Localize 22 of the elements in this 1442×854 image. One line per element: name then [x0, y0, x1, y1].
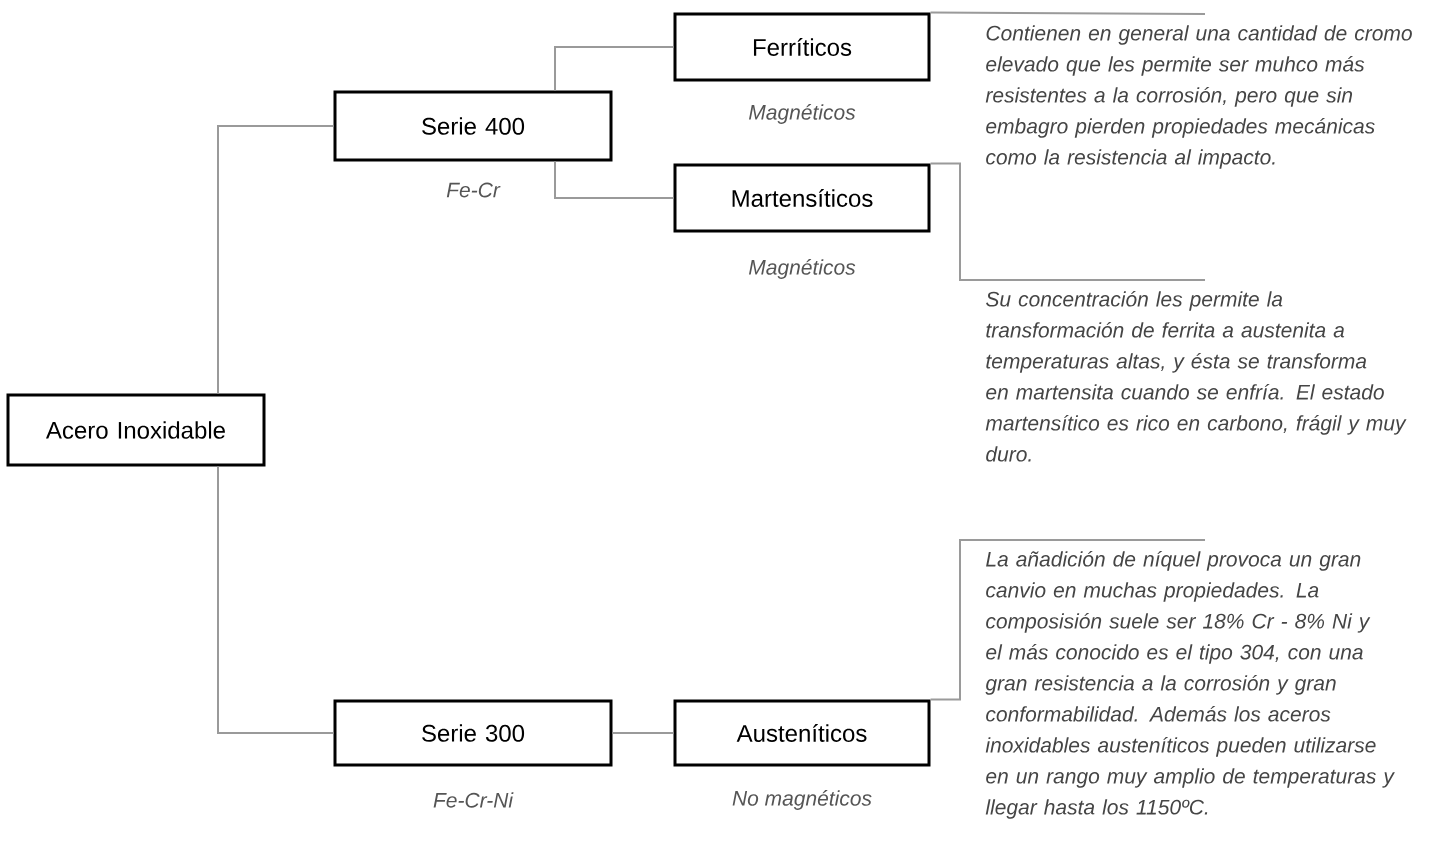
- description-text: Contienen en general una cantidad de cromo elevado que les permite ser muhco más resistentes a la corrosión, pero que sin embagro pierden propiedades mecánicas como la resistencia al impacto.: [985, 25, 1412, 169]
- connector-line: [929, 11, 1206, 15]
- connector-line: [554, 46, 675, 92]
- caption-text: Fe-Cr-Ni: [433, 792, 514, 808]
- connector-line: [611, 732, 675, 734]
- caption-text: Fe-Cr: [446, 182, 501, 198]
- caption-text: No magnéticos: [732, 790, 872, 810]
- connector-line: [929, 162, 1206, 281]
- process-box: Austeníticos: [673, 699, 931, 767]
- process-box: Acero Inoxidable: [6, 393, 266, 467]
- process-box: Martensíticos: [673, 163, 931, 233]
- connector-line: [217, 465, 335, 734]
- process-box: Ferríticos: [673, 12, 931, 82]
- process-box: Serie 300: [333, 699, 613, 767]
- caption-text: Magnéticos: [748, 104, 856, 124]
- caption-text: Magnéticos: [748, 259, 856, 279]
- connector-line: [217, 125, 335, 395]
- description-text: Su concentración les permite la transformación de ferrita a austenita a temperaturas altas, y ésta se transforma en martensita cuando se enfría. El estado martensítico es rico en carbono, frágil y muy duro.: [985, 290, 1407, 462]
- connector-line: [929, 539, 1206, 701]
- description-text: La añadición de níquel provoca un gran canvio en muchas propiedades. La composisión suele ser 18% Cr - 8% Ni y el más conocido es el tipo 304, con una gran resistencia a la corrosión y gran conformabilidad. Además los aceros inoxidables austeníticos pueden utilizarse en un rango muy amplio de temperaturas y llegar hasta los 1150ºC.: [985, 550, 1395, 819]
- connector-line: [554, 160, 675, 199]
- process-box: Serie 400: [333, 90, 613, 162]
